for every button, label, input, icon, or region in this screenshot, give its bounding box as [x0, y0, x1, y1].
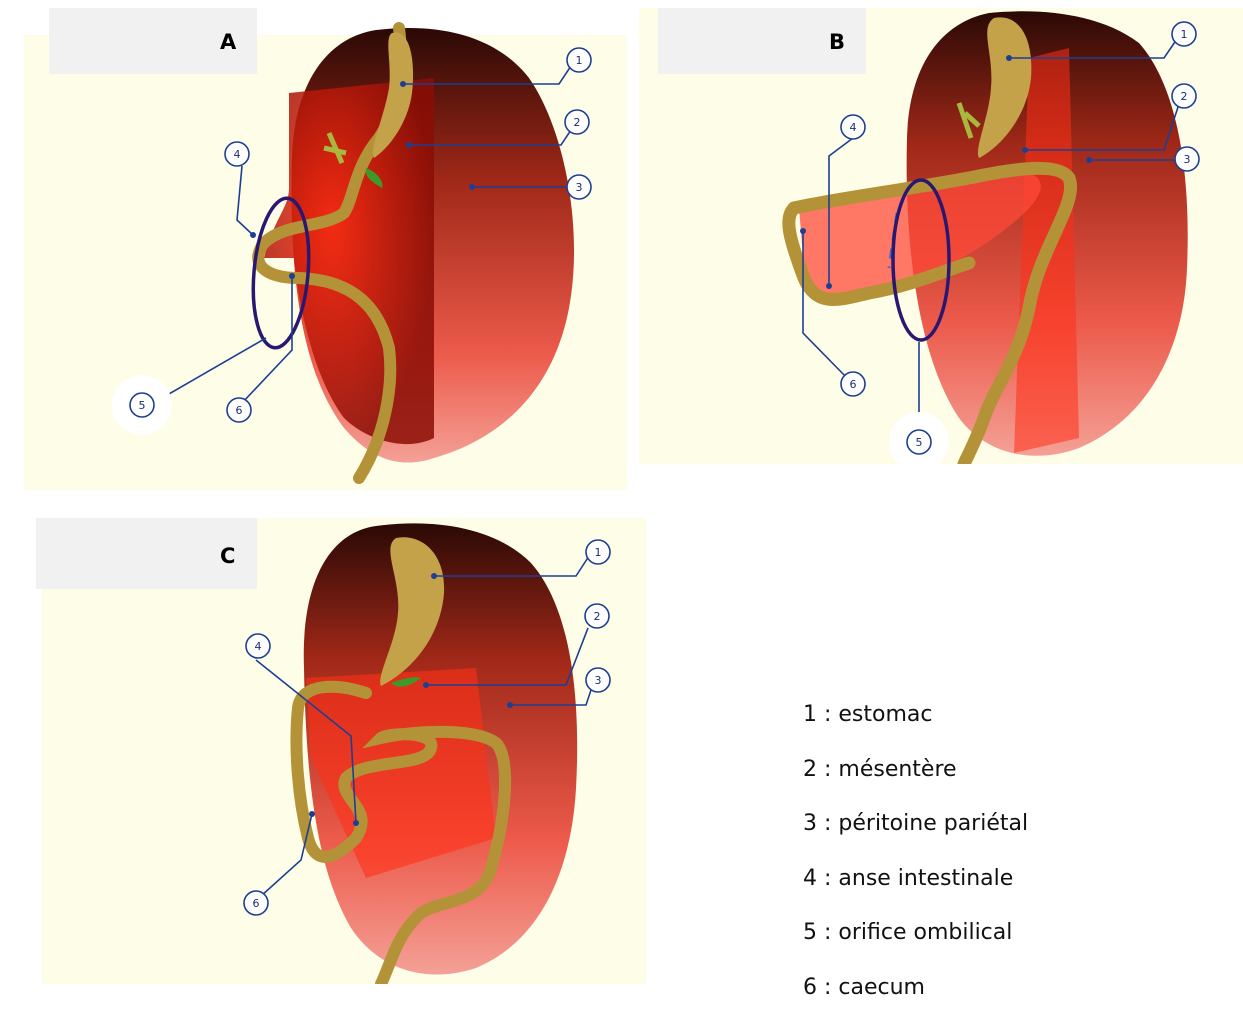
panel-a: 1 2 3 4 5 6 A — [24, 8, 627, 490]
panel-a-label: A — [220, 30, 236, 54]
panel-a-title-box: A — [49, 8, 257, 74]
callout-dot-3 — [469, 184, 475, 190]
callout-dot-6 — [800, 228, 806, 234]
callout-number-6: 6 — [236, 404, 243, 417]
callout-dot-2 — [423, 682, 429, 688]
callout-dot-6 — [309, 811, 315, 817]
callout-dot-1 — [1006, 55, 1012, 61]
callout-dot-4 — [826, 283, 832, 289]
callout-number-2: 2 — [1181, 90, 1188, 103]
callout-dot-3 — [507, 702, 513, 708]
panel-b-illustration: 1 2 3 4 5 6 — [639, 8, 1243, 464]
callout-dot-1 — [431, 573, 437, 579]
callout-number-5: 5 — [916, 436, 923, 449]
callout-dot-4 — [353, 820, 359, 826]
callout-number-4: 4 — [255, 640, 262, 653]
callout-number-2: 2 — [574, 116, 581, 129]
callout-number-6: 6 — [850, 378, 857, 391]
callout-number-3: 3 — [1184, 153, 1191, 166]
callout-number-2: 2 — [594, 610, 601, 623]
callout-dot-6 — [289, 273, 295, 279]
callout-dot-2 — [1022, 147, 1028, 153]
callout-number-5: 5 — [139, 399, 146, 412]
panel-c-label: C — [220, 544, 235, 568]
callout-number-1: 1 — [595, 546, 602, 559]
legend-item-orifice-ombilical: 5 : orifice ombilical — [803, 911, 1028, 966]
panel-b: 1 2 3 4 5 6 B — [639, 8, 1243, 464]
legend-item-anse-intestinale: 4 : anse intestinale — [803, 857, 1028, 912]
callout-number-6: 6 — [253, 897, 260, 910]
panel-b-title-box: B — [658, 8, 866, 74]
panel-b-label: B — [829, 30, 845, 54]
legend: 1 : estomac 2 : mésentère 3 : péritoine … — [803, 693, 1028, 1020]
callout-number-4: 4 — [234, 148, 241, 161]
callout-number-1: 1 — [1181, 28, 1188, 41]
callout-dot-3 — [1086, 157, 1092, 163]
legend-item-caecum: 6 : caecum — [803, 966, 1028, 1020]
callout-number-1: 1 — [576, 54, 583, 67]
legend-item-estomac: 1 : estomac — [803, 693, 1028, 748]
callout-dot-1 — [400, 81, 406, 87]
panel-c-title-box: C — [36, 518, 257, 589]
panel-a-illustration: 1 2 3 4 5 6 — [24, 8, 627, 490]
callout-dot-2 — [406, 142, 412, 148]
legend-item-mesentere: 2 : mésentère — [803, 748, 1028, 803]
legend-item-peritoine-parietal: 3 : péritoine pariétal — [803, 802, 1028, 857]
callout-dot-4 — [250, 232, 256, 238]
callout-number-3: 3 — [595, 674, 602, 687]
callout-number-4: 4 — [850, 121, 857, 134]
panel-c: 1 2 3 4 6 C — [36, 518, 646, 984]
callout-number-3: 3 — [576, 181, 583, 194]
